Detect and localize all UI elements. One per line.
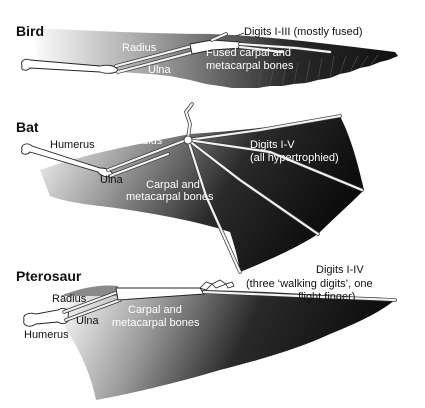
bird-wing-membrane — [30, 28, 398, 88]
bird-fused-bones-label-line2: metacarpal bones — [206, 60, 294, 72]
pterosaur-panel: Pterosaur Digits I-IV (three ‘walking di… — [16, 264, 397, 400]
pterosaur-radius-label: Radius — [52, 293, 87, 305]
bat-digits — [186, 114, 364, 274]
bat-carpal-label-line1: Carpal and — [146, 179, 200, 191]
pterosaur-ulna-label: Ulna — [76, 315, 100, 327]
pterosaur-walking-digits — [199, 279, 235, 291]
pterosaur-carpal-label-line1: Carpal and — [128, 304, 182, 316]
bat-wing-membrane — [40, 116, 364, 272]
bird-radius-label: Radius — [122, 42, 157, 54]
bird-title: Bird — [16, 23, 44, 39]
bat-radius-label: Radius — [128, 135, 163, 147]
bird-panel: Bird Digits I-III (mostly fused) Radius … — [16, 23, 398, 89]
bat-panel: Bat Humerus Radius Digits I-V (all hyper… — [16, 102, 364, 274]
bird-feather-edges — [245, 54, 379, 89]
pterosaur-digits-label-line2: (three ‘walking digits’, one — [246, 278, 373, 290]
bird-humerus-label: Humerus — [24, 72, 69, 84]
bat-title: Bat — [16, 119, 39, 135]
pterosaur-digits-label-line1: Digits I-IV — [316, 264, 364, 276]
pterosaur-digits-label-line3: flight finger) — [298, 291, 355, 303]
bird-fused-bones-label-line1: Fused carpal and — [206, 47, 291, 59]
bat-digits-label-line1: Digits I-V — [250, 139, 295, 151]
pterosaur-propatagium — [60, 285, 118, 296]
bat-ulna-label: Ulna — [100, 174, 124, 186]
pterosaur-humerus-label: Humerus — [24, 329, 69, 341]
pterosaur-title: Pterosaur — [16, 268, 82, 284]
pterosaur-wing-membrane — [60, 289, 395, 400]
bird-ulna-label: Ulna — [148, 64, 172, 76]
bat-carpal-joint — [183, 135, 193, 145]
bat-digits-label-line2: (all hypertrophied) — [250, 152, 339, 164]
pterosaur-metacarpal-bones — [115, 287, 205, 301]
bird-digits-leader — [235, 32, 245, 37]
pterosaur-humerus-bone — [23, 307, 69, 327]
pterosaur-carpal-label-line2: metacarpal bones — [112, 317, 200, 329]
bird-digits-label: Digits I-III (mostly fused) — [244, 26, 363, 38]
bat-humerus-label: Humerus — [50, 139, 95, 151]
bird-humerus-bone — [21, 58, 119, 74]
bat-carpal-label-line2: metacarpal bones — [126, 191, 214, 203]
